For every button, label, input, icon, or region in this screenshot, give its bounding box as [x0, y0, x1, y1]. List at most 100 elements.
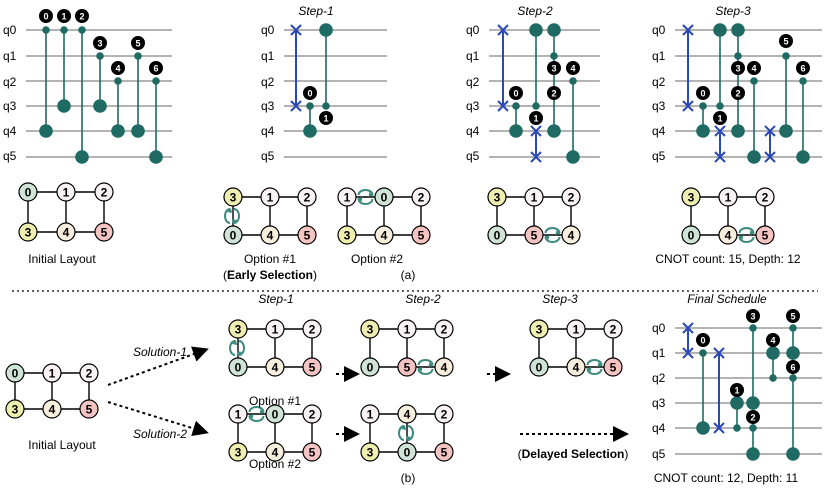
badge-2: 2 — [551, 89, 556, 99]
svg-text:5: 5 — [304, 229, 311, 243]
flow-arrows — [107, 346, 629, 442]
badge-4: 4 — [751, 64, 756, 74]
svg-text:0: 0 — [536, 361, 543, 375]
swap-arrows-icon — [248, 406, 265, 422]
badge-1: 1 — [717, 114, 722, 124]
badge-0: 0 — [700, 336, 705, 346]
svg-text:4: 4 — [267, 229, 274, 243]
qubit-label: q1 — [3, 49, 17, 63]
qubit-label: q5 — [3, 149, 17, 163]
step-title: Step-1 — [258, 292, 293, 306]
caption-option1: Option #1 — [244, 252, 296, 266]
layout-node: 5 — [603, 357, 623, 377]
svg-text:5: 5 — [86, 403, 93, 417]
svg-text:5: 5 — [610, 361, 617, 375]
svg-text:5: 5 — [309, 361, 316, 375]
svg-text:1: 1 — [267, 191, 274, 205]
qubit-label: q2 — [652, 371, 666, 385]
layout-node: 4 — [718, 225, 738, 245]
panel-label-b: (b) — [401, 471, 416, 485]
step-title: Step-1 — [298, 4, 333, 18]
badge-6: 6 — [800, 64, 805, 74]
svg-text:2: 2 — [441, 408, 448, 422]
swap-arrows-icon — [417, 359, 434, 375]
label-solution-2: Solution-2 — [133, 427, 187, 441]
svg-text:0: 0 — [235, 361, 242, 375]
qubit-label: q1 — [466, 49, 480, 63]
qubit-label: q4 — [261, 124, 275, 138]
qubit-label: q5 — [652, 149, 666, 163]
qubit-label: q0 — [466, 23, 480, 37]
badge-2: 2 — [79, 12, 84, 22]
svg-text:4: 4 — [63, 226, 70, 240]
svg-text:5: 5 — [101, 226, 108, 240]
svg-text:4: 4 — [568, 229, 575, 243]
step-title: Step-2 — [405, 292, 441, 306]
layout-node: 4 — [265, 357, 285, 377]
qubit-label: q5 — [261, 149, 275, 163]
svg-text:2: 2 — [568, 191, 575, 205]
badge-2: 2 — [735, 89, 740, 99]
step-title: Step-3 — [542, 292, 578, 306]
qubit-label: q4 — [652, 124, 666, 138]
layout-node: 0 — [265, 404, 285, 424]
qubit-label: q2 — [652, 75, 666, 89]
layout-node: 2 — [79, 363, 99, 383]
layout-node: 5 — [524, 225, 544, 245]
svg-text:0: 0 — [25, 186, 32, 200]
svg-text:5: 5 — [418, 229, 425, 243]
badge-0: 0 — [513, 89, 518, 99]
svg-text:3: 3 — [494, 191, 501, 205]
badge-3: 3 — [97, 39, 102, 49]
svg-text:5: 5 — [404, 361, 411, 375]
layout-node: 5 — [94, 222, 114, 242]
layout-node: 5 — [302, 442, 322, 462]
panel-label-a: (a) — [401, 268, 416, 282]
swap-arrows-icon — [398, 425, 414, 441]
svg-text:3: 3 — [367, 323, 374, 337]
svg-text:5: 5 — [441, 446, 448, 460]
layout-node: 0 — [228, 357, 248, 377]
svg-text:1: 1 — [49, 367, 56, 381]
swap-arrows-icon — [586, 359, 603, 375]
badge-1: 1 — [734, 386, 739, 396]
svg-text:3: 3 — [344, 229, 351, 243]
layout-node: 1 — [360, 404, 380, 424]
svg-text:3: 3 — [235, 323, 242, 337]
svg-text:2: 2 — [610, 323, 617, 337]
layout-node: 5 — [397, 357, 417, 377]
badge-6: 6 — [790, 363, 795, 373]
layout-node: 2 — [94, 182, 114, 202]
badge-1: 1 — [533, 114, 538, 124]
layout-node: 2 — [434, 404, 454, 424]
swap-arrows-icon — [224, 208, 240, 224]
qubit-label: q5 — [466, 149, 480, 163]
circuit-a-step1: Step-1 q0 q1 q2 q3 q4 q5 0 1 — [261, 4, 387, 163]
layout-node: 0 — [360, 357, 380, 377]
svg-text:5: 5 — [531, 229, 538, 243]
svg-text:5: 5 — [762, 229, 769, 243]
caption-cnot-b: CNOT count: 12, Depth: 11 — [654, 471, 799, 485]
svg-text:2: 2 — [304, 191, 311, 205]
svg-text:4: 4 — [441, 361, 448, 375]
swap-arrows-icon — [738, 227, 755, 243]
circuit-a-initial: q0 q1 q2 q3 q4 q5 0 1 2 3 4 5 6 — [3, 9, 172, 164]
step-title: Step-3 — [715, 4, 751, 18]
svg-text:1: 1 — [725, 191, 732, 205]
qubit-label: q3 — [466, 99, 480, 113]
svg-text:3: 3 — [235, 446, 242, 460]
layout-node: 3 — [228, 319, 248, 339]
qubit-label: q3 — [3, 99, 17, 113]
qubit-label: q0 — [652, 321, 666, 335]
layout-node: 4 — [260, 225, 280, 245]
layout-node: 1 — [718, 187, 738, 207]
qubit-label: q5 — [652, 447, 666, 461]
layout-node: 3 — [337, 225, 357, 245]
svg-text:1: 1 — [344, 191, 351, 205]
